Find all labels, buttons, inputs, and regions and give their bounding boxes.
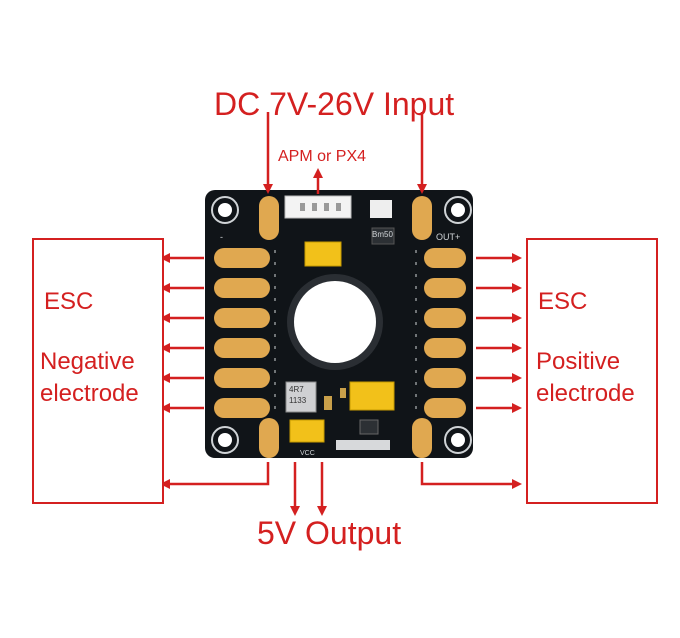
mount-hole-bottom-left xyxy=(211,426,239,454)
small-component xyxy=(370,200,392,218)
left-esc-pads xyxy=(214,248,270,418)
silk-chip: Bm50 xyxy=(372,230,393,239)
left-box-esc: ESC xyxy=(44,288,94,315)
silk-out-plus: OUT+ xyxy=(436,232,461,242)
output-label: 5V Output xyxy=(257,515,402,551)
mount-hole-top-right xyxy=(444,196,472,224)
silk-inductor-2: 1133 xyxy=(289,396,307,405)
input-pad-right xyxy=(412,196,432,240)
regulator-chip xyxy=(371,227,395,245)
smd-chip xyxy=(359,419,379,435)
right-box-esc: ESC xyxy=(538,288,588,315)
right-box-positive: Positive xyxy=(536,348,621,375)
output-pad-left xyxy=(259,418,279,458)
capacitor-mid xyxy=(349,381,395,411)
mount-hole-top-left xyxy=(211,196,239,224)
arrows xyxy=(160,112,522,516)
right-box-electrode: electrode xyxy=(536,380,635,407)
capacitor-bottom xyxy=(289,419,325,443)
header-strip xyxy=(336,440,390,450)
bottom-right-connector xyxy=(420,462,522,489)
output-pad-right xyxy=(412,418,432,458)
right-esc-pads xyxy=(424,248,466,418)
input-title: DC 7V-26V Input xyxy=(214,86,455,122)
silk-vcc: VCC xyxy=(300,450,315,457)
silk-inductor-1: 4R7 xyxy=(289,385,304,394)
jst-connector xyxy=(284,195,352,219)
left-box-electrode: electrode xyxy=(40,380,139,407)
apm-label: APM or PX4 xyxy=(278,148,367,165)
capacitor-top xyxy=(304,241,342,267)
left-box-negative: Negative xyxy=(40,348,135,375)
left-esc-box: ESC Negative electrode xyxy=(32,238,164,504)
pcb-board xyxy=(205,190,473,458)
silk-minus: - xyxy=(220,232,223,242)
mount-hole-bottom-right xyxy=(444,426,472,454)
bottom-left-connector xyxy=(160,462,270,489)
right-esc-box: ESC Positive electrode xyxy=(526,238,658,504)
inductor xyxy=(285,381,317,413)
input-pad-left xyxy=(259,196,279,240)
center-hole xyxy=(294,281,376,363)
